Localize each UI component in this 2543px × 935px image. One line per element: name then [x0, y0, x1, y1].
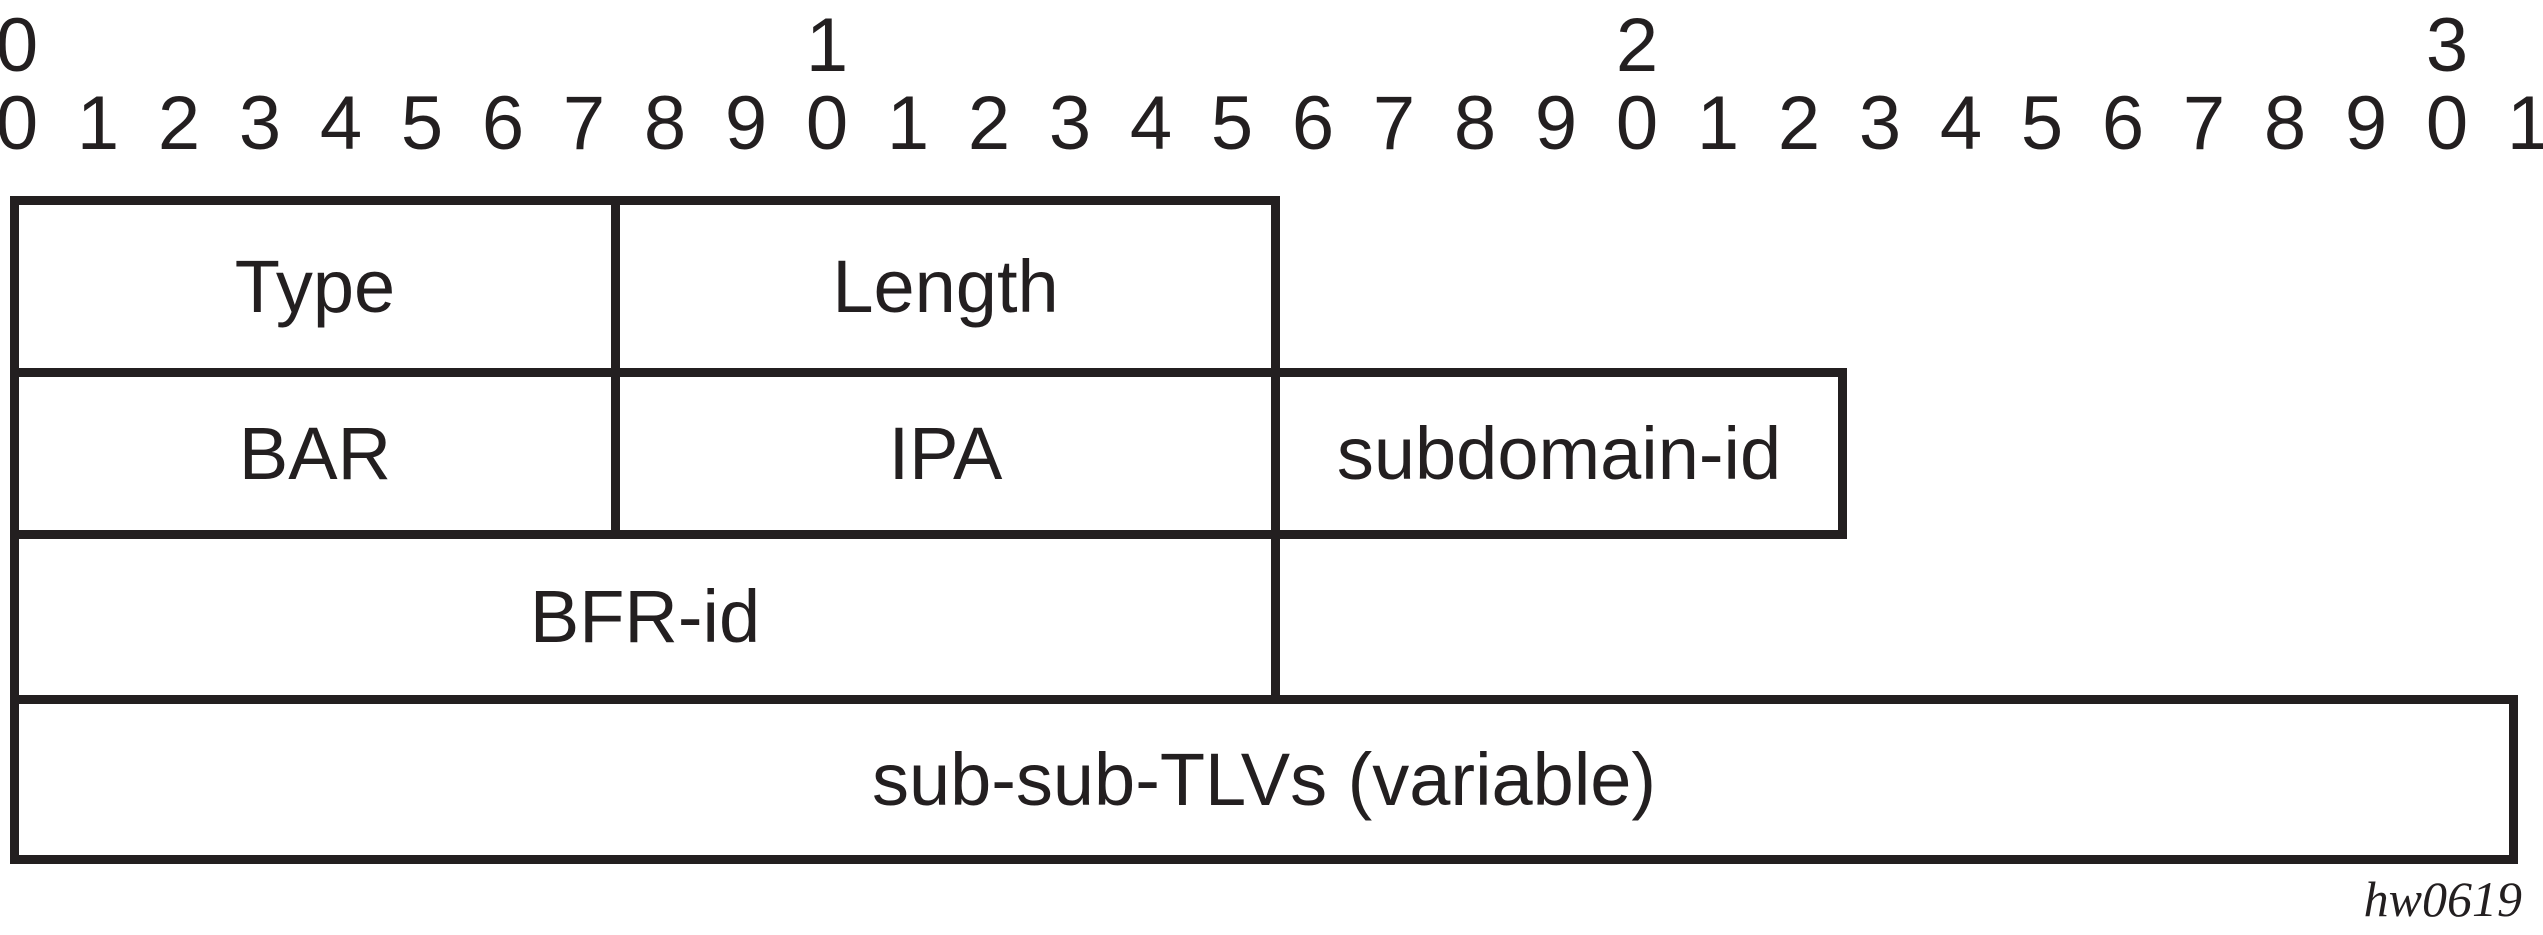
field-length: Length — [611, 196, 1280, 377]
ruler-bit-label: 2 — [157, 81, 201, 166]
field-length-label: Length — [832, 244, 1059, 328]
ruler-bit-label: 9 — [2344, 81, 2388, 166]
field-bfr-id-label: BFR-id — [529, 575, 761, 658]
field-bfr-id: BFR-id — [10, 530, 1280, 704]
ruler-tens-label-2: 2 — [1615, 3, 1659, 88]
figure-caption: hw0619 — [2363, 871, 2522, 927]
field-sub-sub-tlvs: sub-sub-TLVs (variable) — [10, 695, 2518, 864]
ruler-bit-label: 3 — [1048, 81, 1092, 166]
field-subdomain-id-label: subdomain-id — [1336, 411, 1782, 495]
ruler-bit-label: 6 — [2101, 81, 2145, 166]
ruler-bit-label: 1 — [1696, 81, 1740, 166]
ruler-bit-label: 8 — [1453, 81, 1497, 166]
ruler-bit-label: 2 — [1777, 81, 1821, 166]
ruler-bit-label: 4 — [1939, 81, 1983, 166]
ruler-bit-label: 6 — [481, 81, 525, 166]
ruler-bit-label: 7 — [562, 81, 606, 166]
ruler-tens-label-1: 1 — [805, 3, 849, 88]
ruler-bit-label: 0 — [0, 81, 39, 166]
field-ipa-label: IPA — [888, 411, 1003, 495]
ruler-bit-label: 8 — [643, 81, 687, 166]
ruler-bit-label: 7 — [2182, 81, 2226, 166]
ruler-bit-label: 4 — [319, 81, 363, 166]
ruler-bit-label: 5 — [400, 81, 444, 166]
ruler-bit-label: 9 — [724, 81, 768, 166]
field-type-label: Type — [234, 244, 396, 328]
ruler-bit-label: 3 — [1858, 81, 1902, 166]
ruler-bit-label: 1 — [2506, 81, 2543, 166]
ruler-bit-label: 6 — [1291, 81, 1335, 166]
ruler-bit-label: 2 — [967, 81, 1011, 166]
ruler-bit-label: 0 — [805, 81, 849, 166]
ruler-bit-label: 5 — [1210, 81, 1254, 166]
ruler-tens-label-0: 0 — [0, 3, 39, 88]
ruler-bit-label: 9 — [1534, 81, 1578, 166]
field-sub-sub-tlvs-label: sub-sub-TLVs (variable) — [871, 737, 1657, 821]
field-subdomain-id: subdomain-id — [1271, 368, 1847, 539]
field-bar-label: BAR — [238, 411, 392, 495]
ruler-bit-label: 8 — [2263, 81, 2307, 166]
ruler-tens-label-3: 3 — [2425, 3, 2469, 88]
ruler-bit-label: 5 — [2020, 81, 2064, 166]
field-type: Type — [10, 196, 620, 377]
ruler-bit-label: 3 — [238, 81, 282, 166]
field-ipa: IPA — [611, 368, 1280, 539]
ruler-bit-label: 0 — [1615, 81, 1659, 166]
ruler-bit-label: 1 — [886, 81, 930, 166]
field-bar: BAR — [10, 368, 620, 539]
ruler-bit-label: 4 — [1129, 81, 1173, 166]
ruler-bit-label: 0 — [2425, 81, 2469, 166]
ruler-bit-label: 7 — [1372, 81, 1416, 166]
ruler-bit-label: 1 — [76, 81, 120, 166]
